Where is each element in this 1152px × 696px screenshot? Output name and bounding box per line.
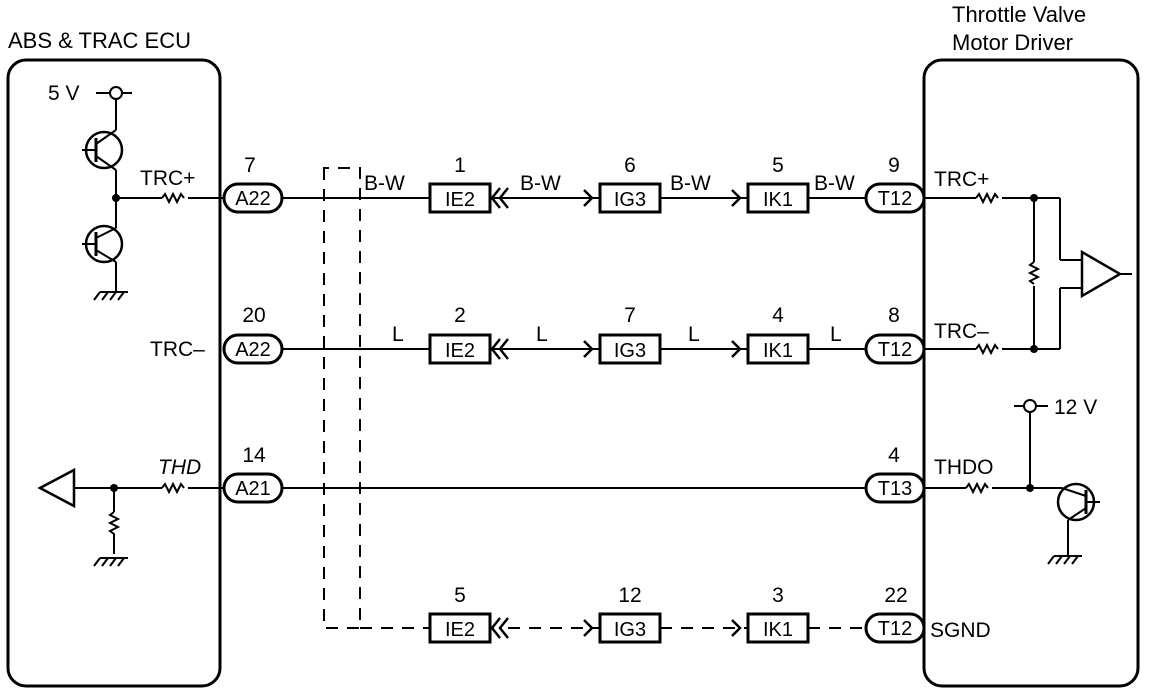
svg-text:T13: T13 [878, 478, 912, 500]
svg-text:IG3: IG3 [614, 189, 646, 211]
right-12v-supply: 12 V [1014, 396, 1097, 488]
svg-text:L: L [536, 323, 548, 346]
svg-text:5: 5 [772, 154, 784, 177]
svg-text:12: 12 [618, 584, 641, 607]
resistor-icon [975, 191, 999, 205]
svg-text:14: 14 [242, 444, 266, 467]
svg-text:1: 1 [454, 154, 466, 177]
connector-t12-pin22: T12 22 [864, 584, 926, 644]
resistor-icon [161, 481, 185, 495]
shield-outline [323, 167, 361, 629]
right-sgnd-label: SGND [930, 619, 991, 642]
resistor-icon [965, 481, 989, 495]
right-unit-title-line1: Throttle Valve [952, 2, 1086, 27]
svg-text:3: 3 [772, 584, 784, 607]
svg-text:IE2: IE2 [445, 189, 475, 211]
svg-text:L: L [392, 323, 404, 346]
svg-text:9: 9 [888, 154, 900, 177]
svg-text:B-W: B-W [520, 172, 561, 195]
right-trc-plus-label: TRC+ [934, 168, 989, 191]
svg-text:B-W: B-W [364, 172, 405, 195]
left-trc-minus-label: TRC– [150, 338, 205, 361]
svg-text:IG3: IG3 [614, 340, 646, 362]
svg-text:IK1: IK1 [763, 340, 793, 362]
connector-t13-pin4: T13 4 [864, 444, 926, 504]
upper-transistor-icon [82, 129, 124, 228]
svg-text:4: 4 [772, 304, 784, 327]
svg-text:T12: T12 [878, 188, 912, 210]
connector-a22-pin7: A22 7 [222, 154, 284, 214]
output-transistor-icon [1056, 482, 1100, 556]
junction-ik1-pin3: IK1 3 [746, 584, 810, 644]
left-thd-label: THD [158, 456, 201, 479]
right-12v-label: 12 V [1054, 396, 1097, 419]
left-buffer-icon [37, 467, 162, 509]
lower-transistor-icon [82, 224, 124, 292]
svg-text:A22: A22 [235, 188, 271, 210]
ground-icon [93, 291, 128, 301]
svg-text:T12: T12 [878, 339, 912, 361]
svg-text:B-W: B-W [670, 172, 711, 195]
connector-a21-pin14: A21 14 [222, 444, 284, 504]
resistor-icon [975, 342, 999, 356]
termination-resistor-icon [1027, 261, 1041, 285]
junction-ig3-pin12: IG3 12 [598, 584, 662, 644]
svg-text:7: 7 [624, 304, 636, 327]
svg-text:T12: T12 [878, 618, 912, 640]
resistor-icon [161, 191, 185, 205]
svg-text:IK1: IK1 [763, 619, 793, 641]
svg-text:L: L [688, 323, 700, 346]
left-5v-label: 5 V [48, 82, 80, 105]
svg-text:6: 6 [624, 154, 636, 177]
connector-t12-pin9: T12 9 [864, 154, 926, 214]
svg-text:A21: A21 [235, 478, 271, 500]
junction-ig3-pin7: IG3 7 [598, 304, 662, 365]
svg-text:IE2: IE2 [445, 340, 475, 362]
svg-text:7: 7 [244, 154, 256, 177]
svg-text:2: 2 [454, 304, 466, 327]
left-5v-supply: 5 V [48, 82, 132, 130]
ground-icon [1047, 555, 1082, 565]
right-trc-minus-label: TRC– [934, 320, 989, 343]
pulldown-resistor-icon [107, 511, 121, 554]
junction-ie2-pin5: IE2 5 [428, 584, 492, 644]
junction-ie2-pin1: IE2 1 [428, 154, 492, 214]
left-unit-title: ABS & TRAC ECU [8, 28, 191, 53]
connector-a22-pin20: A22 20 [222, 304, 284, 365]
svg-text:IE2: IE2 [445, 619, 475, 641]
svg-text:IG3: IG3 [614, 619, 646, 641]
junction-ie2-pin2: IE2 2 [428, 304, 492, 365]
left-trc-plus-label: TRC+ [140, 167, 195, 190]
receiver-amplifier-icon [1080, 249, 1132, 299]
right-thdo-label: THDO [934, 456, 994, 479]
junction-ik1-pin4: IK1 4 [746, 304, 810, 365]
svg-text:B-W: B-W [814, 172, 855, 195]
abs-trac-ecu-box [6, 58, 222, 688]
svg-text:22: 22 [884, 584, 907, 607]
junction-ik1-pin5: IK1 5 [746, 154, 810, 214]
svg-text:5: 5 [454, 584, 466, 607]
junction-ig3-pin6: IG3 6 [598, 154, 662, 214]
right-unit-title-line2: Motor Driver [952, 30, 1073, 55]
motor-driver-box [922, 58, 1140, 688]
ground-icon [93, 557, 128, 567]
svg-text:8: 8 [888, 304, 900, 327]
svg-text:20: 20 [242, 304, 265, 327]
svg-text:A22: A22 [235, 339, 271, 361]
svg-text:L: L [830, 323, 842, 346]
wire-color-labels: B-W B-W B-W B-W L L L L [364, 172, 855, 346]
connector-t12-pin8: T12 8 [864, 304, 926, 365]
svg-text:4: 4 [888, 444, 900, 467]
svg-text:IK1: IK1 [763, 189, 793, 211]
connector-arrows [490, 187, 742, 639]
